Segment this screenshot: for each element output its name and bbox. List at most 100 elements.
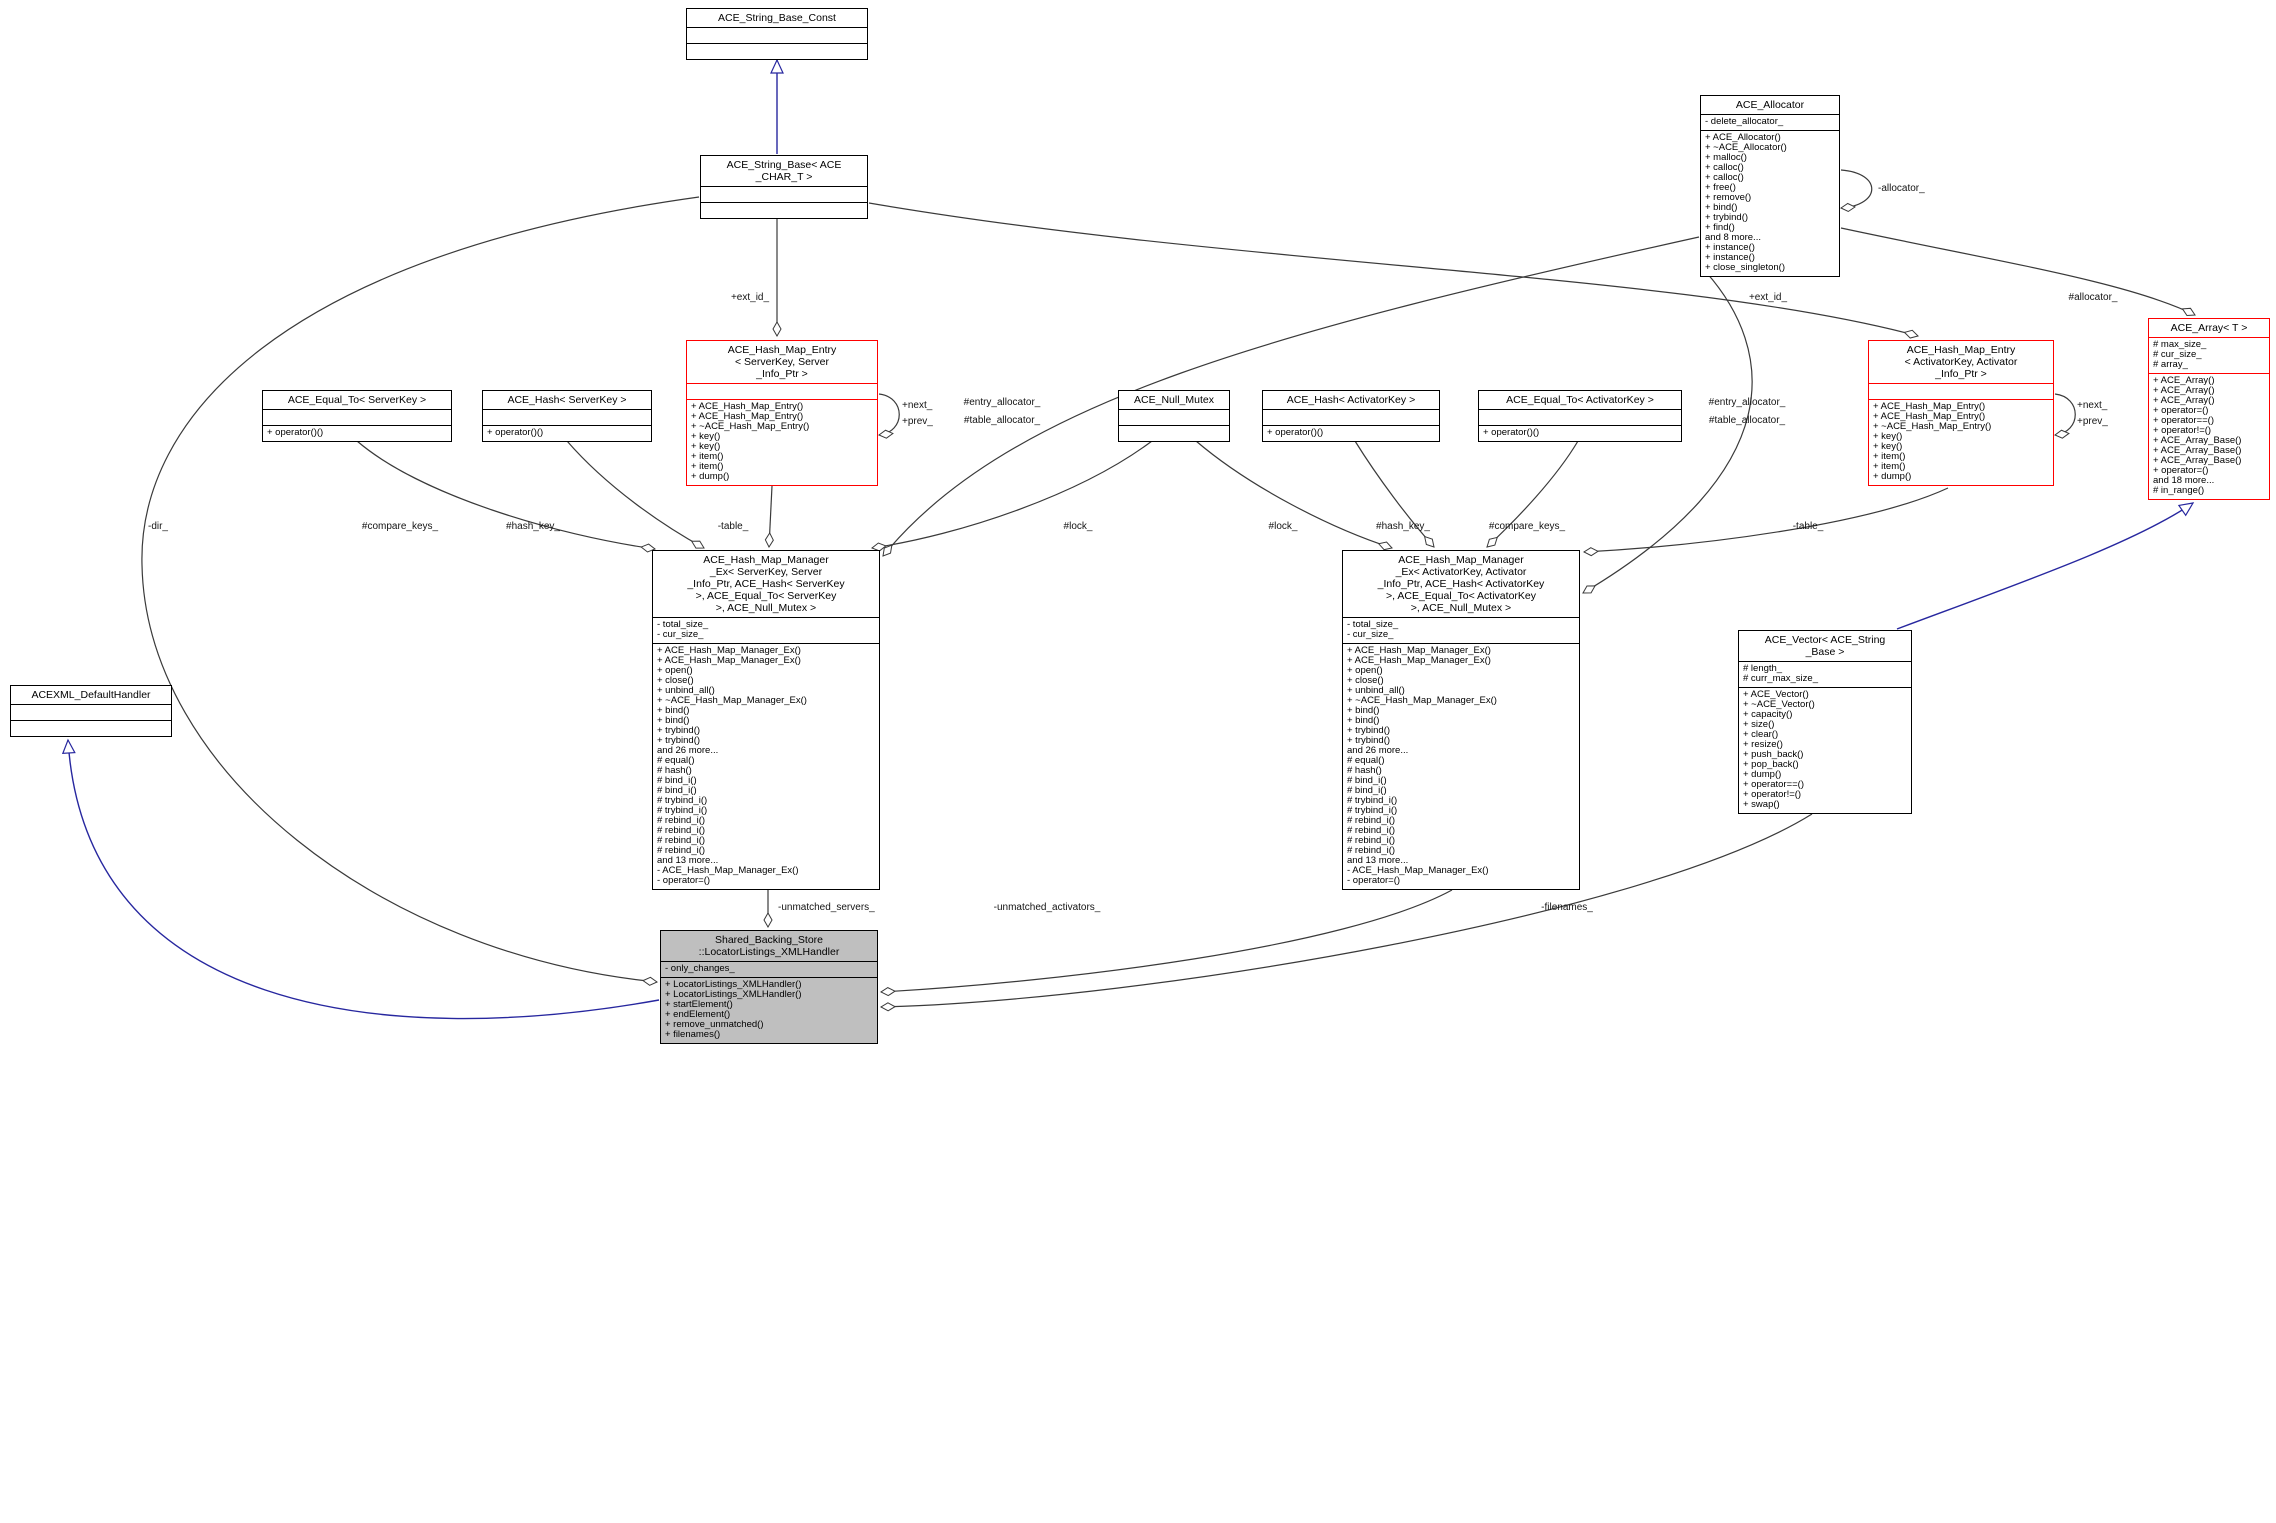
edge-label-table-allocator: #table_allocator_ [1708, 415, 1786, 426]
class-methods: + operator()() [1483, 427, 1540, 438]
edge-unmatched-activators [879, 889, 1453, 997]
class-box-ace-string-base-const[interactable]: ACE_String_Base_Const [686, 8, 868, 60]
class-box-acexml-defaulthandler[interactable]: ACEXML_DefaultHandler [10, 685, 172, 737]
class-methods [687, 44, 867, 59]
class-box-ace-equal-to-activatorkey[interactable]: ACE_Equal_To< ActivatorKey > + operator(… [1478, 390, 1682, 442]
class-box-ace-hash-map-manager-activator[interactable]: ACE_Hash_Map_Manager _Ex< ActivatorKey, … [1342, 550, 1580, 890]
edge-entry-server-self [877, 393, 900, 439]
class-title: ACE_String_Base_Const [687, 9, 867, 28]
class-methods [1119, 426, 1229, 441]
class-box-ace-string-base[interactable]: ACE_String_Base< ACE _CHAR_T > [700, 155, 868, 219]
class-methods: + ACE_Hash_Map_Entry() + ACE_Hash_Map_En… [1873, 401, 1992, 482]
class-title: ACE_String_Base< ACE _CHAR_T > [701, 156, 867, 187]
edge-table-server [764, 485, 774, 549]
edge-label-entry-allocator: #entry_allocator_ [1708, 397, 1786, 408]
edge-allocator-to-manager-activator [1582, 271, 1753, 594]
class-attributes: - total_size_ - cur_size_ [1343, 618, 1579, 644]
class-methods: + ACE_Allocator() + ~ACE_Allocator() + m… [1705, 132, 1787, 273]
class-attributes [263, 410, 451, 426]
edge-label-allocator: #allocator_ [2068, 292, 2118, 303]
edge-lock-manager-activator [1195, 440, 1393, 551]
class-methods: + ACE_Hash_Map_Entry() + ACE_Hash_Map_En… [691, 401, 810, 482]
edge-lock-manager-server [871, 440, 1153, 552]
edge-entry-activator-self [2053, 393, 2076, 439]
class-box-ace-hash-activatorkey[interactable]: ACE_Hash< ActivatorKey > + operator()() [1262, 390, 1440, 442]
edge-label-table: -table_ [1792, 521, 1824, 532]
edge-label-entry-allocator: #entry_allocator_ [963, 397, 1041, 408]
class-box-ace-hash-serverkey[interactable]: ACE_Hash< ServerKey > + operator()() [482, 390, 652, 442]
class-methods: + LocatorListings_XMLHandler() + Locator… [665, 979, 802, 1040]
edge-label-unmatched-activators: -unmatched_activators_ [993, 902, 1101, 913]
edge-label-lock: #lock_ [1063, 521, 1093, 532]
class-attributes [11, 705, 171, 721]
class-title: ACE_Hash< ActivatorKey > [1263, 391, 1439, 410]
class-box-ace-hash-map-entry-activator[interactable]: ACE_Hash_Map_Entry < ActivatorKey, Activ… [1868, 340, 2054, 486]
edge-label-compare-keys: #compare_keys_ [1488, 521, 1566, 532]
class-methods: + operator()() [487, 427, 544, 438]
edge-compare-keys-activator [1486, 440, 1579, 548]
class-title: ACE_Vector< ACE_String _Base > [1739, 631, 1911, 662]
edge-label-unmatched-servers: -unmatched_servers_ [778, 902, 875, 913]
edge-label-next: +next_ [902, 400, 933, 411]
class-methods: + operator()() [1267, 427, 1324, 438]
class-attributes [1479, 410, 1681, 426]
edge-dir [141, 196, 700, 986]
class-title: ACE_Equal_To< ServerKey > [263, 391, 451, 410]
class-methods [11, 721, 171, 736]
class-box-ace-equal-to-serverkey[interactable]: ACE_Equal_To< ServerKey > + operator()() [262, 390, 452, 442]
class-title: Shared_Backing_Store ::LocatorListings_X… [661, 931, 877, 962]
edge-hash-key-activator [1354, 440, 1435, 548]
edge-hash-key-server [566, 440, 705, 549]
class-title: ACE_Hash_Map_Entry < ServerKey, Server _… [687, 341, 877, 384]
edge-label-prev: +prev_ [2077, 416, 2108, 427]
edge-label-next: +next_ [2077, 400, 2108, 411]
class-methods [701, 203, 867, 218]
class-box-ace-vector-string-base[interactable]: ACE_Vector< ACE_String _Base > # length_… [1738, 630, 1912, 814]
class-methods: + ACE_Vector() + ~ACE_Vector() + capacit… [1743, 689, 1815, 810]
edge-label-dir: -dir_ [147, 521, 169, 532]
edge-table-activator [1582, 487, 1949, 557]
edge-allocator-self [1839, 169, 1873, 213]
class-title: ACE_Hash< ServerKey > [483, 391, 651, 410]
edge-allocator-to-array [1840, 227, 2196, 317]
class-box-ace-array-t[interactable]: ACE_Array< T > # max_size_ # cur_size_ #… [2148, 318, 2270, 500]
edge-allocator-to-manager-server [882, 236, 1700, 557]
class-title: ACEXML_DefaultHandler [11, 686, 171, 705]
class-attributes: - total_size_ - cur_size_ [653, 618, 879, 644]
edge-filenames [879, 813, 1813, 1012]
edge-label-prev: +prev_ [902, 416, 933, 427]
class-methods: + ACE_Hash_Map_Manager_Ex() + ACE_Hash_M… [1347, 645, 1497, 886]
class-attributes: - delete_allocator_ [1701, 115, 1839, 131]
class-attributes: # length_ # curr_max_size_ [1739, 662, 1911, 688]
edge-label-table-allocator: #table_allocator_ [963, 415, 1041, 426]
edge-label-hash-key: #hash_key_ [506, 521, 560, 532]
class-title: ACE_Hash_Map_Manager _Ex< ActivatorKey, … [1343, 551, 1579, 618]
edge-ext-id-activator [868, 202, 1919, 339]
class-attributes [1869, 384, 2053, 400]
class-methods: + ACE_Array() + ACE_Array() + ACE_Array(… [2153, 375, 2242, 496]
edge-label-lock: #lock_ [1268, 521, 1298, 532]
edge-compare-keys-server [356, 440, 656, 553]
edge-label-ext-id: +ext_id_ [1748, 292, 1788, 303]
edge-inherit-handler-to-acexml-defaulthandler [61, 738, 660, 1020]
class-methods: + operator()() [267, 427, 324, 438]
class-box-ace-allocator[interactable]: ACE_Allocator - delete_allocator_ + ACE_… [1700, 95, 1840, 277]
class-box-ace-hash-map-entry-server[interactable]: ACE_Hash_Map_Entry < ServerKey, Server _… [686, 340, 878, 486]
class-attributes [687, 28, 867, 44]
class-box-ace-hash-map-manager-server[interactable]: ACE_Hash_Map_Manager _Ex< ServerKey, Ser… [652, 550, 880, 890]
class-box-shared-backing-store-locatorlistings-xmlhandler[interactable]: Shared_Backing_Store ::LocatorListings_X… [660, 930, 878, 1044]
class-attributes: # max_size_ # cur_size_ # array_ [2149, 338, 2269, 374]
edge-inherit-vector-to-array [1896, 502, 2195, 630]
class-attributes: - only_changes_ [661, 962, 877, 978]
class-title: ACE_Hash_Map_Manager _Ex< ServerKey, Ser… [653, 551, 879, 618]
edge-label-ext-id: +ext_id_ [730, 292, 770, 303]
class-title: ACE_Equal_To< ActivatorKey > [1479, 391, 1681, 410]
edge-label-compare-keys: #compare_keys_ [361, 521, 439, 532]
class-attributes [701, 187, 867, 203]
class-attributes [483, 410, 651, 426]
class-title: ACE_Hash_Map_Entry < ActivatorKey, Activ… [1869, 341, 2053, 384]
class-box-ace-null-mutex[interactable]: ACE_Null_Mutex [1118, 390, 1230, 442]
class-methods: + ACE_Hash_Map_Manager_Ex() + ACE_Hash_M… [657, 645, 807, 886]
